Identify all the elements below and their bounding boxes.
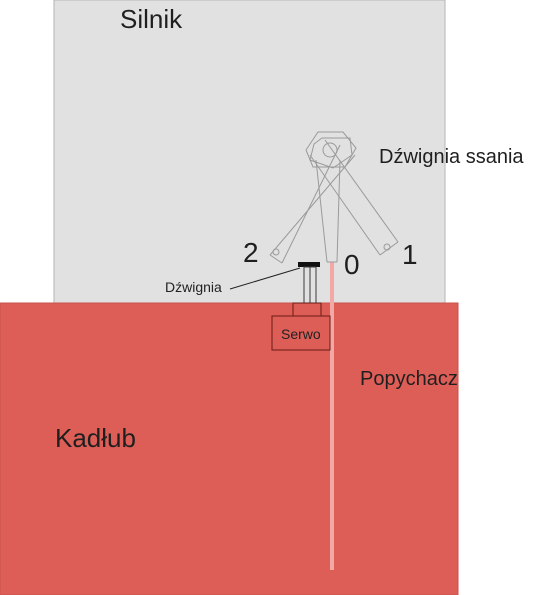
pushrod-label: Popychacz bbox=[360, 368, 458, 390]
lever-label: Dźwignia bbox=[165, 279, 222, 295]
intake-lever-linkage bbox=[269, 131, 399, 264]
lever-arm-position-2-edge bbox=[269, 154, 356, 256]
servo-lever-bar bbox=[298, 262, 320, 267]
engine-label: Silnik bbox=[120, 4, 183, 34]
lever-arm-position-0-edge bbox=[336, 159, 341, 263]
position-1-label: 1 bbox=[402, 239, 418, 270]
lever-arm-position-1 bbox=[309, 154, 381, 256]
lever-arm-position-0 bbox=[315, 159, 328, 263]
lever-end-position-2 bbox=[272, 248, 280, 256]
engine-block bbox=[53, 0, 446, 305]
intake-lever-label: Dźwignia ssania bbox=[379, 146, 524, 168]
hull-label: Kadłub bbox=[55, 423, 136, 453]
hull-block bbox=[0, 302, 459, 595]
lever-leader-line bbox=[229, 267, 301, 290]
position-0-label: 0 bbox=[344, 249, 360, 280]
servo-body bbox=[271, 315, 331, 351]
lever-arm-position-2 bbox=[281, 144, 341, 264]
lever-end-position-1 bbox=[383, 243, 391, 251]
servo-label: Serwo bbox=[281, 326, 321, 342]
pushrod bbox=[330, 262, 334, 570]
lever-arm-position-2-tip bbox=[269, 254, 283, 264]
lever-arm-position-1-tip bbox=[379, 241, 399, 256]
lever-top-bracket-alt bbox=[309, 137, 353, 169]
position-2-label: 2 bbox=[243, 237, 259, 268]
lever-arm-position-1-edge bbox=[324, 139, 399, 243]
